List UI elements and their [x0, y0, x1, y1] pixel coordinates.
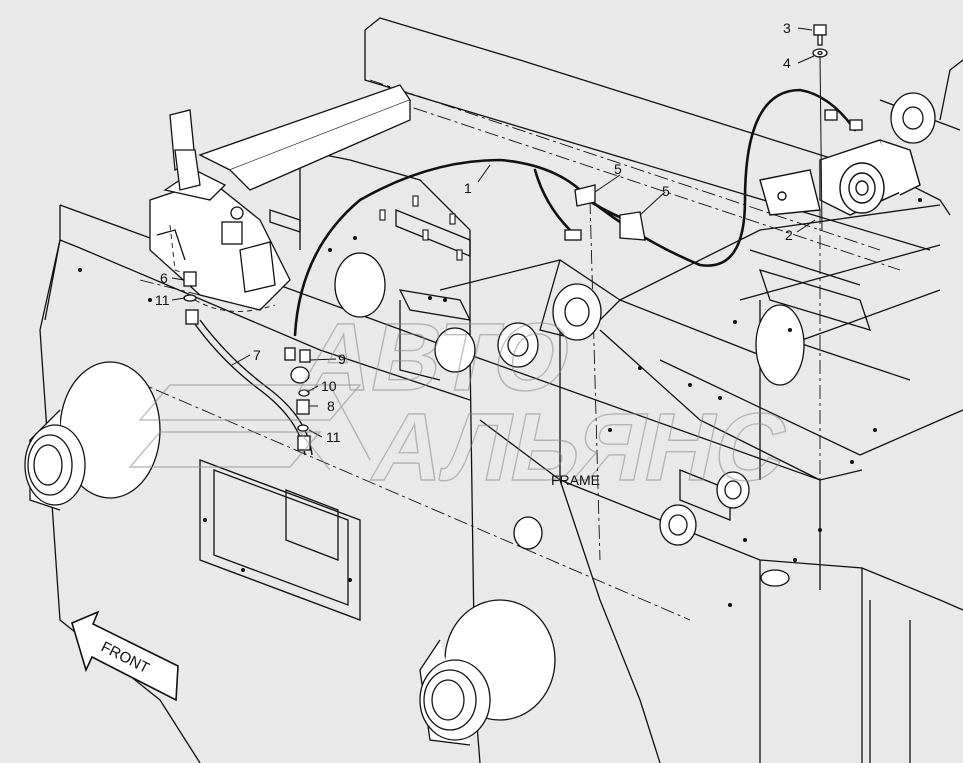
callout-7: 7	[253, 347, 261, 363]
watermark-line2: АЛЬЯНС	[364, 393, 798, 501]
watermark-line1: АВТО	[293, 303, 582, 411]
callout-3: 3	[783, 20, 791, 36]
callout-4: 4	[783, 55, 791, 71]
callout-10: 10	[321, 378, 337, 394]
callout-numbers: 3 4 1 5 5 2 6 11 7 9 10 8 11	[155, 20, 793, 445]
bolt-and-washer	[812, 24, 828, 58]
callout-11b: 11	[326, 429, 341, 445]
callout-11a: 11	[155, 292, 170, 308]
watermark: АВТО АЛЬЯНС	[128, 302, 798, 501]
right-axle-hub	[419, 599, 556, 746]
callout-5b: 5	[662, 183, 670, 199]
callout-leaders	[171, 27, 823, 438]
rivet-dots	[78, 198, 922, 607]
left-axle-hub	[24, 361, 161, 511]
callout-5a: 5	[614, 161, 622, 177]
callout-1: 1	[464, 180, 472, 196]
callout-8: 8	[327, 398, 335, 414]
frame-holes	[334, 92, 936, 587]
callout-9: 9	[338, 351, 346, 367]
locating-pins	[379, 195, 463, 261]
rear-camera-unit	[759, 139, 921, 216]
hose-line	[191, 319, 313, 456]
frame-label: FRAME	[551, 472, 600, 488]
callout-2: 2	[785, 227, 793, 243]
watermark-logo	[128, 384, 371, 471]
callout-6: 6	[160, 270, 168, 286]
harness-connectors	[284, 109, 863, 363]
front-direction-arrow: FRONT	[71, 610, 179, 702]
